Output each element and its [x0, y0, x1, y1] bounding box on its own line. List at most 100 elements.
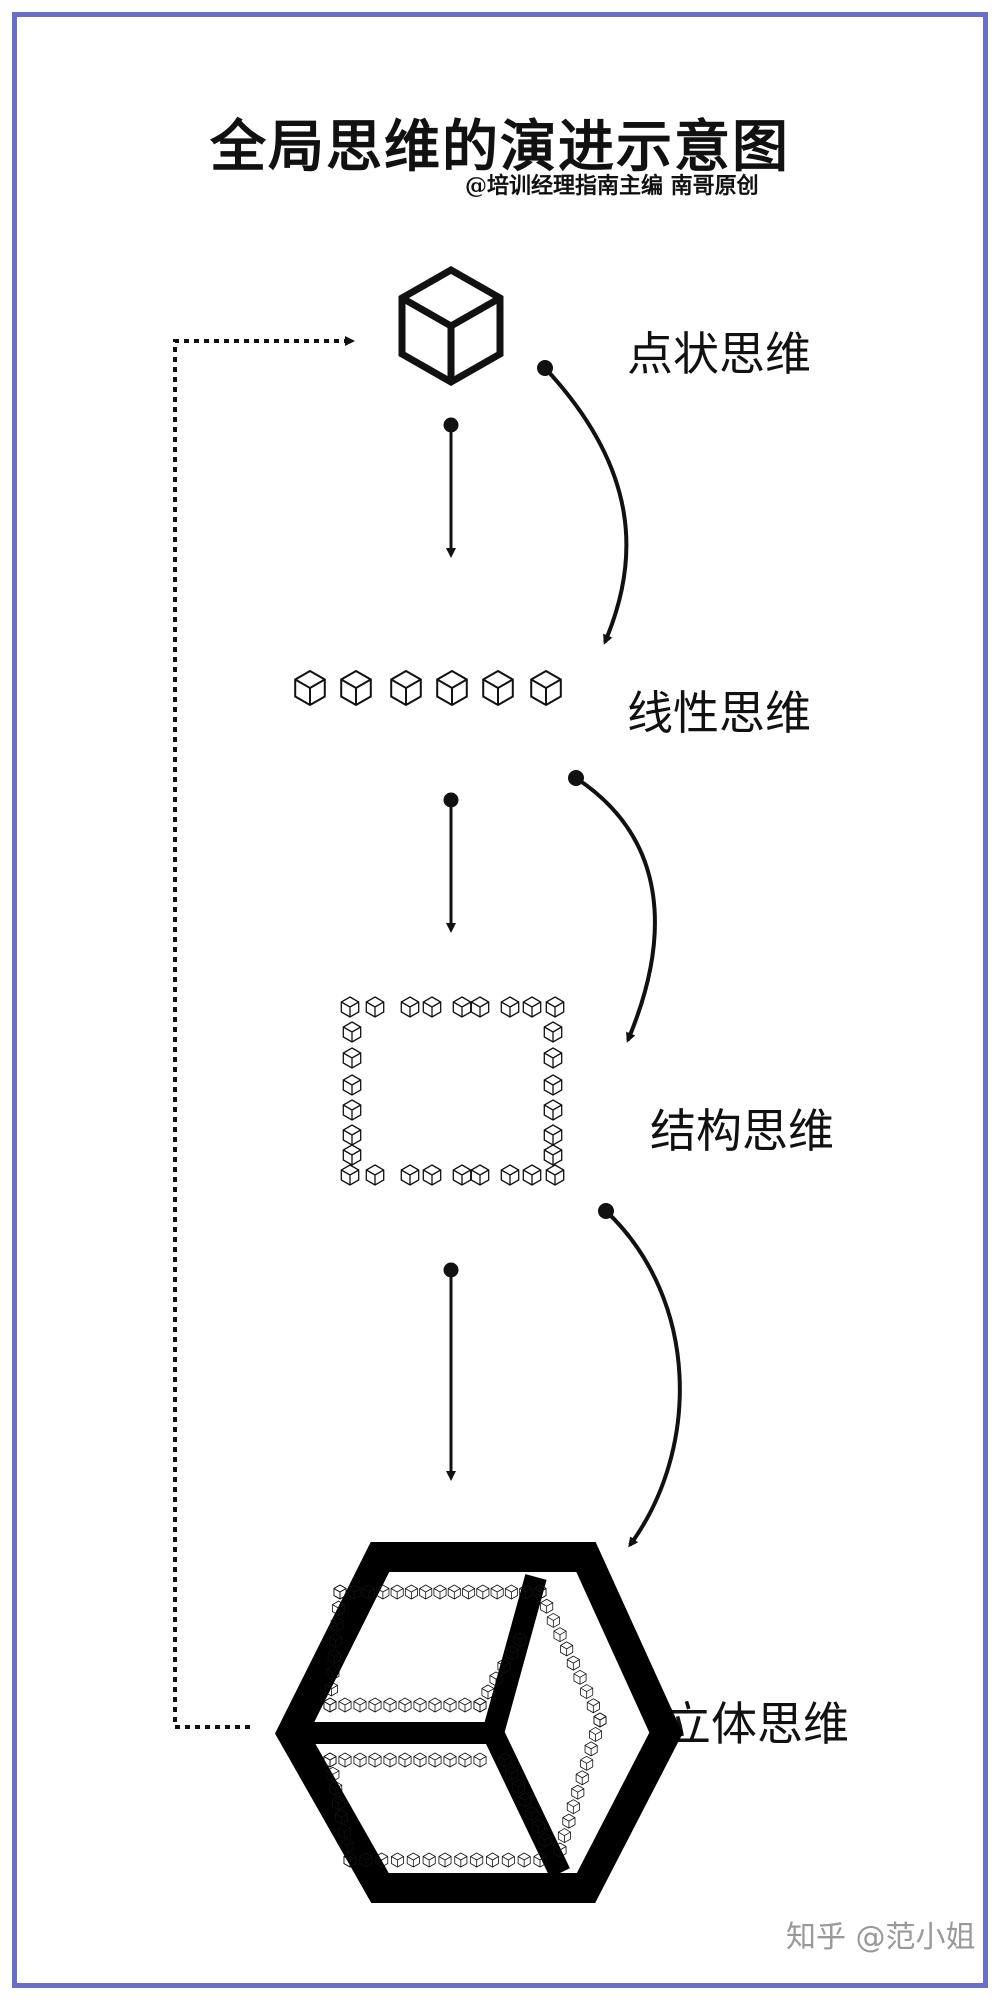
tiny-cube-icon [586, 1698, 600, 1714]
tiny-cube-icon [368, 1697, 382, 1713]
tiny-cube-icon [359, 1852, 373, 1868]
tiny-cube-icon [368, 1752, 382, 1768]
tiny-cube-icon [406, 1852, 420, 1868]
tiny-cube-icon [470, 1852, 484, 1868]
small-cube-icon [400, 996, 420, 1018]
stage-label-point: 点状思维 [627, 327, 811, 381]
curve-dot-1 [537, 360, 553, 376]
tiny-cube-icon [375, 1852, 389, 1868]
tiny-cube-icon [323, 1752, 337, 1768]
small-cube-icon [342, 1047, 362, 1069]
tiny-cube-icon [340, 1838, 354, 1854]
tiny-cube-icon [326, 1766, 340, 1782]
tiny-cube-icon [329, 1632, 343, 1648]
tiny-cube-icon [362, 1584, 376, 1600]
tiny-cube-icon [347, 1584, 361, 1600]
tiny-cube-icon [343, 1852, 357, 1868]
small-cube-icon [342, 1099, 362, 1121]
tiny-cube-icon [332, 1600, 346, 1616]
tiny-cube-icon [533, 1584, 547, 1600]
tiny-cube-icon [447, 1584, 461, 1600]
small-cube-icon [294, 669, 326, 707]
curve-dot-2 [568, 770, 584, 786]
tiny-cube-icon [383, 1752, 397, 1768]
tiny-cube-icon [391, 1852, 404, 1868]
tiny-cube-icon [584, 1741, 598, 1757]
tiny-cube-icon [458, 1752, 472, 1768]
small-cube-icon [342, 1021, 362, 1043]
tiny-cube-icon [517, 1852, 531, 1868]
tiny-cube-icon [504, 1584, 518, 1600]
tiny-cube-icon [462, 1584, 476, 1600]
tiny-cube-icon [501, 1852, 515, 1868]
tiny-cube-icon [553, 1842, 567, 1858]
tiny-cube-icon [413, 1752, 427, 1768]
tiny-cube-icon [438, 1852, 452, 1868]
tiny-cube-icon [428, 1752, 442, 1768]
single-cube-icon [398, 265, 504, 387]
curve-dot-3 [598, 1203, 614, 1219]
tiny-cube-icon [511, 1779, 525, 1795]
tiny-cube-icon [557, 1828, 571, 1844]
tiny-cube-icon [546, 1612, 560, 1628]
stage-label-structural: 结构思维 [650, 1104, 834, 1158]
tiny-cube-icon [573, 1669, 587, 1685]
tiny-cube-icon [419, 1584, 433, 1600]
arrow-dot-2 [443, 792, 459, 808]
small-cube-icon [342, 1144, 362, 1166]
tiny-cube-icon [390, 1584, 404, 1600]
tiny-cube-icon [489, 1671, 503, 1687]
tiny-cube-icon [404, 1584, 418, 1600]
tiny-cube-icon [513, 1632, 527, 1648]
tiny-cube-icon [324, 1681, 338, 1697]
curved-arrow-1 [543, 366, 629, 645]
tiny-cube-icon [589, 1726, 603, 1742]
tiny-cube-icon [571, 1784, 585, 1800]
small-cube-icon [340, 669, 372, 707]
stage-label-linear: 线性思维 [627, 686, 811, 740]
small-cube-icon [452, 996, 472, 1018]
small-cube-icon [365, 1164, 385, 1186]
tiny-cube-icon [398, 1752, 412, 1768]
cube-pattern-fill [323, 1584, 607, 1868]
tiny-cube-icon [540, 1598, 554, 1614]
tiny-cube-icon [593, 1712, 607, 1728]
tiny-cube-icon [443, 1752, 457, 1768]
small-cube-icon [400, 1164, 420, 1186]
small-cube-icon [522, 1164, 542, 1186]
curved-arrow-3 [604, 1209, 682, 1548]
tiny-cube-icon [505, 1645, 519, 1661]
small-cube-icon [422, 1164, 442, 1186]
tiny-cube-icon [329, 1781, 343, 1797]
tiny-cube-icon [376, 1584, 390, 1600]
small-cube-icon [522, 996, 542, 1018]
small-cube-icon [470, 1164, 490, 1186]
tiny-cube-icon [575, 1770, 589, 1786]
tiny-cube-icon [562, 1813, 576, 1829]
small-cube-icon [543, 1074, 563, 1096]
tiny-cube-icon [473, 1752, 487, 1768]
small-cube-icon [390, 669, 422, 707]
tiny-cube-icon [490, 1584, 504, 1600]
tiny-cube-icon [413, 1697, 427, 1713]
feedback-dotted-arrow [173, 336, 355, 1729]
tiny-cube-icon [458, 1697, 472, 1713]
small-cube-icon [482, 669, 514, 707]
tiny-cube-icon [338, 1697, 352, 1713]
tiny-cube-icon [525, 1805, 539, 1821]
tiny-cube-icon [580, 1755, 594, 1771]
small-cube-icon [436, 669, 468, 707]
page-frame [12, 12, 988, 1988]
tiny-cube-icon [553, 1627, 567, 1643]
tiny-cube-icon [454, 1852, 468, 1868]
small-cube-icon [543, 1099, 563, 1121]
tiny-cube-icon [560, 1641, 574, 1657]
tiny-cube-icon [531, 1819, 545, 1835]
small-cube-icon [422, 996, 442, 1018]
tiny-cube-icon [337, 1823, 351, 1839]
tiny-cube-icon [323, 1697, 337, 1713]
small-cube-icon [340, 1164, 360, 1186]
small-cube-icon [452, 1164, 472, 1186]
arrow-dot-1 [443, 417, 459, 433]
small-cube-icon [543, 1144, 563, 1166]
